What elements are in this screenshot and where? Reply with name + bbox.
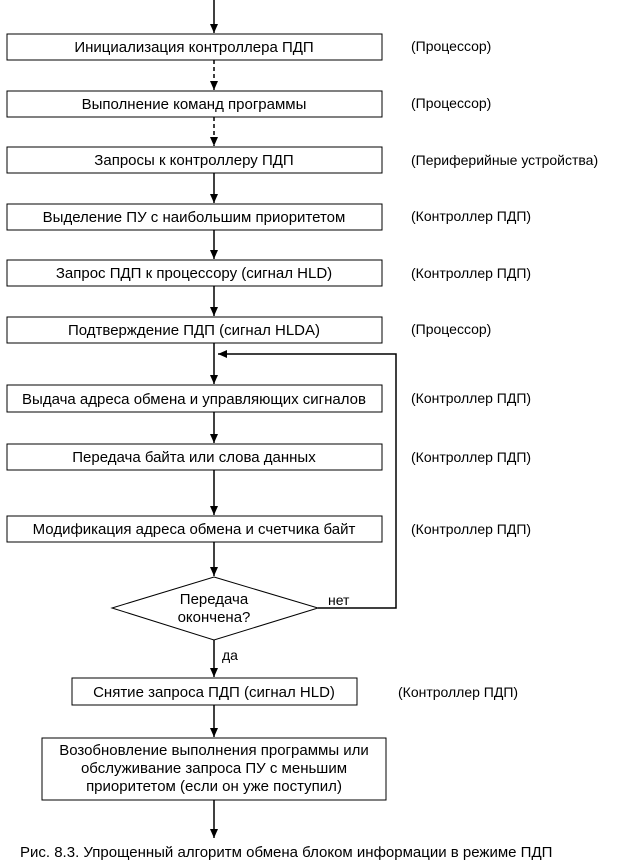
connectors <box>210 0 397 838</box>
decision-no-label: нет <box>328 592 350 608</box>
resume-line-2: обслуживание запроса ПУ с меньшим <box>81 760 347 777</box>
step-box <box>6 90 383 118</box>
step-actor: (Контроллер ПДП) <box>411 265 531 281</box>
step-box <box>71 677 358 706</box>
step-resume: Возобновление выполнения программы или о… <box>41 737 387 801</box>
resume-line-1: Возобновление выполнения программы или <box>59 742 369 759</box>
decision-yes-label: да <box>222 647 238 663</box>
step-label: Передача байта или слова данных <box>72 449 316 466</box>
step-actor: (Контроллер ПДП) <box>398 684 518 700</box>
step-7: Выдача адреса обмена и управляющих сигна… <box>6 384 531 413</box>
step-box <box>6 515 383 543</box>
step-box <box>41 737 387 801</box>
step-label: Подтверждение ПДП (сигнал HLDA) <box>68 322 320 339</box>
step-label: Запрос ПДП к процессору (сигнал HLD) <box>56 265 332 282</box>
step-label: Снятие запроса ПДП (сигнал HLD) <box>93 684 335 701</box>
resume-line-3: приоритетом (если он уже поступил) <box>86 778 342 795</box>
step-actor: (Контроллер ПДП) <box>411 521 531 537</box>
step-actor: (Контроллер ПДП) <box>411 390 531 406</box>
step-2: Выполнение команд программы (Процессор) <box>6 90 491 118</box>
step-actor: (Контроллер ПДП) <box>411 449 531 465</box>
step-box <box>6 443 383 471</box>
step-actor: (Контроллер ПДП) <box>411 208 531 224</box>
step-label: Выделение ПУ с наибольшим приоритетом <box>43 209 346 226</box>
step-label: Выполнение команд программы <box>82 96 307 113</box>
step-box <box>6 33 383 61</box>
step-label: Выдача адреса обмена и управляющих сигна… <box>22 391 366 408</box>
step-box <box>6 316 383 344</box>
step-label: Модификация адреса обмена и счетчика бай… <box>33 521 356 538</box>
step-actor: (Периферийные устройства) <box>411 152 598 168</box>
figure-caption: Рис. 8.3. Упрощенный алгоритм обмена бло… <box>20 844 552 861</box>
step-actor: (Процессор) <box>411 321 491 337</box>
step-5: Запрос ПДП к процессору (сигнал HLD) (Ко… <box>6 259 531 287</box>
step-label: Запросы к контроллеру ПДП <box>94 152 293 169</box>
decision-line-1: Передача <box>180 591 249 608</box>
step-box <box>6 384 383 413</box>
step-6: Подтверждение ПДП (сигнал HLDA) (Процесс… <box>6 316 491 344</box>
decision-diamond <box>110 576 320 641</box>
loop-back-arrow <box>218 350 397 609</box>
step-actor: (Процессор) <box>411 95 491 111</box>
step-release: Снятие запроса ПДП (сигнал HLD) (Контрол… <box>71 677 518 706</box>
step-1: Инициализация контроллера ПДП (Процессор… <box>6 33 491 61</box>
decision-line-2: окончена? <box>178 609 251 626</box>
step-4: Выделение ПУ с наибольшим приоритетом (К… <box>6 203 531 231</box>
decision-transfer-complete: Передача окончена? нет да <box>110 576 350 663</box>
step-9: Модификация адреса обмена и счетчика бай… <box>6 515 531 543</box>
step-box <box>6 146 383 174</box>
step-label: Инициализация контроллера ПДП <box>74 39 313 56</box>
step-8: Передача байта или слова данных (Контрол… <box>6 443 531 471</box>
step-box <box>6 203 383 231</box>
step-box <box>6 259 383 287</box>
step-3: Запросы к контроллеру ПДП (Периферийные … <box>6 146 598 174</box>
step-actor: (Процессор) <box>411 38 491 54</box>
